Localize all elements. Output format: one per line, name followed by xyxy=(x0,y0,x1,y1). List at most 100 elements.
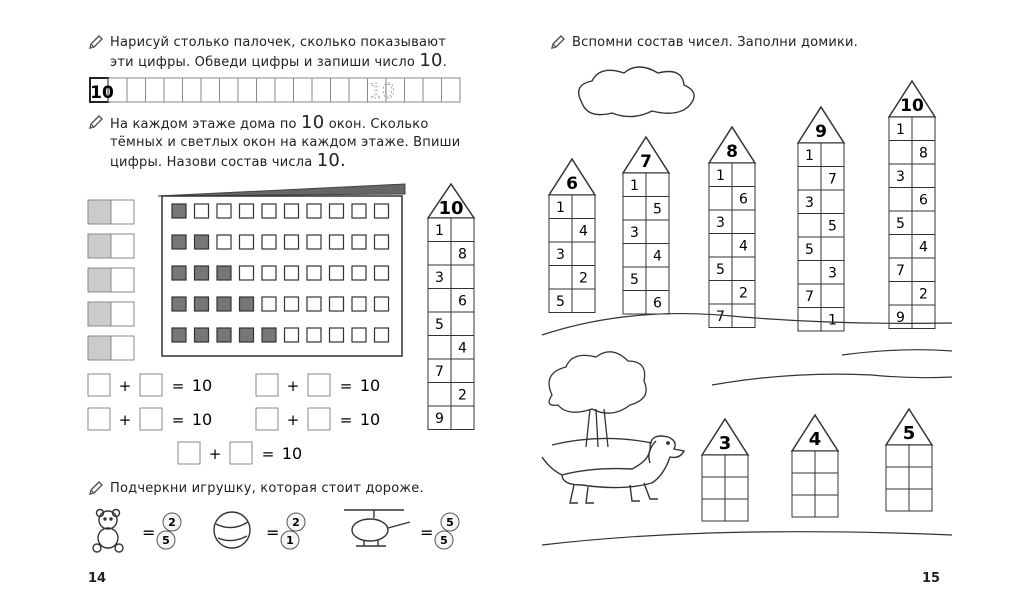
equation-box[interactable] xyxy=(87,373,111,397)
equation-box[interactable] xyxy=(307,373,331,397)
number-cell[interactable] xyxy=(820,142,845,167)
number-cell[interactable] xyxy=(911,163,936,188)
number-cell[interactable] xyxy=(450,311,475,336)
number-cell[interactable] xyxy=(797,166,822,191)
number-cell[interactable] xyxy=(888,187,913,212)
dark-count-box[interactable] xyxy=(87,301,112,327)
number-cell[interactable] xyxy=(427,382,452,407)
strip-cell[interactable] xyxy=(422,77,442,103)
number-cell[interactable] xyxy=(814,450,839,474)
number-cell[interactable] xyxy=(571,288,596,313)
strip-cell[interactable] xyxy=(163,77,183,103)
light-count-box[interactable] xyxy=(110,267,135,293)
number-cell[interactable] xyxy=(888,281,913,306)
number-cell[interactable] xyxy=(797,307,822,332)
light-count-box[interactable] xyxy=(110,301,135,327)
number-cell[interactable] xyxy=(548,218,573,243)
number-cell[interactable] xyxy=(427,335,452,360)
strip-cell[interactable] xyxy=(274,77,294,103)
number-cell[interactable] xyxy=(708,186,733,211)
equation-box[interactable] xyxy=(139,407,163,431)
number-cell[interactable] xyxy=(450,264,475,289)
number-cell[interactable] xyxy=(731,162,756,187)
number-cell[interactable] xyxy=(701,454,726,478)
ball-icon[interactable] xyxy=(213,511,251,549)
equation-box[interactable] xyxy=(177,441,201,465)
number-cell[interactable] xyxy=(571,241,596,266)
helicopter-icon[interactable] xyxy=(344,509,411,547)
dark-count-box[interactable] xyxy=(87,233,112,259)
number-cell[interactable] xyxy=(731,256,756,281)
number-cell[interactable] xyxy=(820,283,845,308)
number-cell[interactable] xyxy=(908,466,933,490)
number-cell[interactable] xyxy=(708,280,733,305)
number-cell[interactable] xyxy=(814,472,839,496)
strip-cell[interactable] xyxy=(404,77,424,103)
strip-cell[interactable] xyxy=(219,77,239,103)
strip-cell[interactable] xyxy=(348,77,368,103)
number-cell[interactable] xyxy=(911,210,936,235)
number-cell[interactable] xyxy=(791,450,816,474)
strip-cell[interactable] xyxy=(441,77,461,103)
number-cell[interactable] xyxy=(911,304,936,329)
number-cell[interactable] xyxy=(622,243,647,268)
teddy-bear-icon[interactable] xyxy=(92,508,124,553)
strip-cell[interactable] xyxy=(237,77,257,103)
number-cell[interactable] xyxy=(911,257,936,282)
number-cell[interactable] xyxy=(645,219,670,244)
number-cell[interactable] xyxy=(708,233,733,258)
number-cell[interactable] xyxy=(820,189,845,214)
equation-box[interactable] xyxy=(229,441,253,465)
light-count-box[interactable] xyxy=(110,335,135,361)
equation-box[interactable] xyxy=(307,407,331,431)
number-cell[interactable] xyxy=(814,494,839,518)
strip-cell[interactable] xyxy=(311,77,331,103)
number-cell[interactable] xyxy=(885,444,910,468)
equation-box[interactable] xyxy=(255,373,279,397)
number-cell[interactable] xyxy=(731,209,756,234)
number-cell[interactable] xyxy=(797,260,822,285)
number-cell[interactable] xyxy=(427,288,452,313)
strip-cell[interactable] xyxy=(182,77,202,103)
number-cell[interactable] xyxy=(797,213,822,238)
number-cell[interactable] xyxy=(427,241,452,266)
number-cell[interactable] xyxy=(645,266,670,291)
number-cell[interactable] xyxy=(820,307,845,332)
strip-cell[interactable] xyxy=(256,77,276,103)
number-cell[interactable] xyxy=(645,172,670,197)
strip-cell[interactable] xyxy=(126,77,146,103)
dark-count-box[interactable] xyxy=(87,335,112,361)
number-cell[interactable] xyxy=(701,476,726,500)
number-cell[interactable] xyxy=(908,488,933,512)
strip-cell[interactable] xyxy=(145,77,165,103)
number-cell[interactable] xyxy=(450,358,475,383)
number-cell[interactable] xyxy=(888,140,913,165)
number-cell[interactable] xyxy=(450,405,475,430)
dark-count-box[interactable] xyxy=(87,267,112,293)
light-count-box[interactable] xyxy=(110,199,135,225)
equation-box[interactable] xyxy=(139,373,163,397)
number-cell[interactable] xyxy=(888,234,913,259)
digit-strip[interactable]: 10 10 xyxy=(0,74,512,114)
number-cell[interactable] xyxy=(724,476,749,500)
number-cell[interactable] xyxy=(908,444,933,468)
number-cell[interactable] xyxy=(791,472,816,496)
strip-cell[interactable] xyxy=(330,77,350,103)
number-cell[interactable] xyxy=(701,498,726,522)
number-cell[interactable] xyxy=(450,217,475,242)
number-cell[interactable] xyxy=(885,488,910,512)
number-cell[interactable] xyxy=(724,498,749,522)
dark-count-box[interactable] xyxy=(87,199,112,225)
equation-box[interactable] xyxy=(87,407,111,431)
strip-cell[interactable] xyxy=(293,77,313,103)
number-cell[interactable] xyxy=(622,196,647,221)
number-cell[interactable] xyxy=(820,236,845,261)
number-cell[interactable] xyxy=(622,290,647,315)
number-cell[interactable] xyxy=(571,194,596,219)
number-cell[interactable] xyxy=(791,494,816,518)
equation-box[interactable] xyxy=(255,407,279,431)
number-cell[interactable] xyxy=(548,265,573,290)
number-cell[interactable] xyxy=(724,454,749,478)
strip-cell[interactable] xyxy=(200,77,220,103)
number-cell[interactable] xyxy=(885,466,910,490)
